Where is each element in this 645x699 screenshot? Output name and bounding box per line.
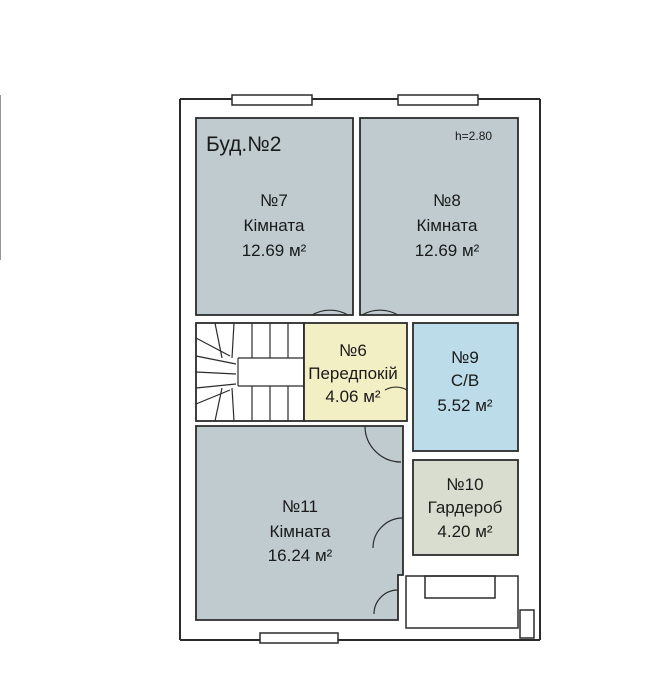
room-number: №8 [433,191,461,210]
room-8 [359,117,519,316]
room-10 [412,459,519,556]
height-label: h=2.80 [455,129,492,143]
room-area: 16.24 м² [268,546,333,565]
room-7-label: №7 Кімната 12.69 м² [242,191,307,260]
entry-nook [405,575,519,629]
room-10-label: №10 Гардероб 4.20 м² [428,475,503,541]
room-number: №10 [446,475,483,494]
outer-walls [0,95,541,641]
staircase [195,322,305,422]
room-9-label: №9 С/В 5.52 м² [437,348,492,415]
room-name: Гардероб [428,498,503,517]
building-label: Буд.№2 [206,133,281,156]
room-number: №9 [451,348,479,367]
top-windows [231,94,479,106]
room-11-label: №11 Кімната 16.24 м² [268,497,333,565]
room-number: №6 [339,341,367,360]
room-name: С/В [451,371,479,390]
room-11 [195,425,404,621]
room-name: Кімната [244,216,305,235]
stair-steps [195,322,304,422]
room-name: Кімната [417,216,478,235]
room-area: 4.20 м² [437,522,492,541]
room-area: 12.69 м² [415,241,480,260]
room-name: Передпокій [308,364,398,383]
room-7 [195,117,354,316]
room-area: 5.52 м² [437,396,492,415]
room-6 [303,322,408,422]
doors [311,309,408,615]
room-6-label: №6 Передпокій 4.06 м² [308,341,398,406]
room-area: 4.06 м² [325,387,380,406]
room-area: 12.69 м² [242,241,307,260]
room-number: №7 [260,191,288,210]
room-name: Кімната [270,522,331,541]
room-9 [412,322,519,452]
room-number: №11 [282,497,318,516]
room-8-label: №8 Кімната 12.69 м² [415,191,480,260]
bottom-windows [259,609,535,644]
